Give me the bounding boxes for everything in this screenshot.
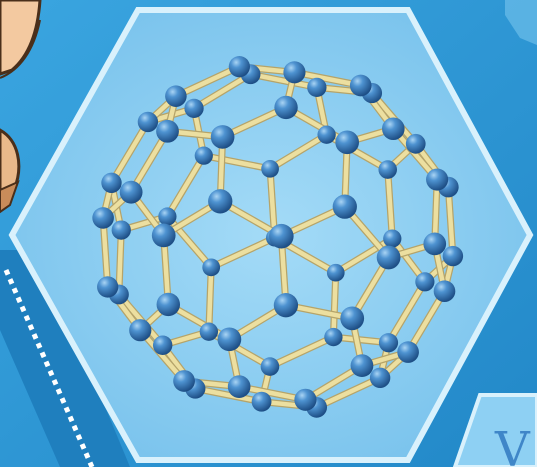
atom <box>405 133 426 154</box>
atom <box>433 280 456 303</box>
atom <box>194 146 213 165</box>
atom <box>335 130 359 155</box>
bond <box>314 375 383 410</box>
atom <box>378 333 399 353</box>
atom <box>97 276 119 298</box>
atom <box>326 263 345 282</box>
atom <box>376 245 401 270</box>
bg-hexagon-top-right <box>505 0 537 45</box>
atom <box>151 223 176 248</box>
atom <box>92 207 114 229</box>
bond <box>109 119 151 186</box>
bond <box>385 167 395 241</box>
atom <box>208 189 233 214</box>
bond <box>191 71 253 111</box>
atom <box>137 111 159 133</box>
atom <box>383 229 402 248</box>
atom <box>129 319 152 342</box>
atom <box>217 327 242 352</box>
atom <box>273 293 299 318</box>
bond <box>206 265 214 334</box>
atom <box>317 125 336 144</box>
atom <box>228 56 250 78</box>
cartoon-character <box>0 0 42 214</box>
atom <box>199 322 219 341</box>
atom <box>378 160 397 179</box>
atom <box>283 61 306 84</box>
atom <box>332 194 357 219</box>
atom <box>260 357 280 376</box>
atom <box>210 125 235 149</box>
bond <box>267 166 277 241</box>
atom <box>173 370 195 392</box>
bond <box>100 215 110 290</box>
atom <box>340 306 365 331</box>
atom <box>397 341 419 363</box>
atom <box>261 159 279 178</box>
bond <box>405 288 447 355</box>
bg-hexagon-bottom-right: V <box>452 393 537 467</box>
atom <box>165 85 187 107</box>
atom <box>119 180 143 204</box>
atom <box>251 391 272 412</box>
atom <box>156 119 179 143</box>
bond <box>201 153 273 172</box>
atom <box>158 207 177 226</box>
bond <box>292 70 363 88</box>
bond <box>165 153 207 219</box>
atom <box>152 335 173 355</box>
bond <box>267 334 336 369</box>
atoms <box>92 56 464 418</box>
atom <box>350 354 374 378</box>
atom <box>111 220 131 240</box>
c60-molecule <box>92 56 464 418</box>
corner-glyph: V <box>494 422 531 467</box>
bond <box>446 184 456 259</box>
bond <box>386 279 428 345</box>
bond <box>116 227 124 297</box>
dashed-ribbon <box>0 250 130 467</box>
atom <box>369 367 391 389</box>
atom <box>227 375 251 398</box>
atom <box>156 292 181 317</box>
bond <box>331 270 339 340</box>
bond <box>208 235 277 270</box>
atom <box>415 272 435 292</box>
bond <box>333 236 395 275</box>
atom <box>442 245 464 267</box>
atom <box>349 74 372 97</box>
atom <box>423 232 447 256</box>
bond <box>193 386 264 404</box>
atom <box>269 223 294 249</box>
atom <box>307 77 327 98</box>
atom <box>101 172 122 193</box>
atom <box>274 95 298 120</box>
atom <box>294 388 317 411</box>
bond <box>138 327 187 384</box>
atom <box>382 117 405 141</box>
bond <box>128 129 170 195</box>
atom <box>324 327 343 347</box>
atom <box>184 98 204 118</box>
atom <box>202 258 221 277</box>
bond <box>173 64 242 99</box>
bond <box>248 71 320 90</box>
atom <box>426 168 449 191</box>
bond <box>267 132 329 172</box>
